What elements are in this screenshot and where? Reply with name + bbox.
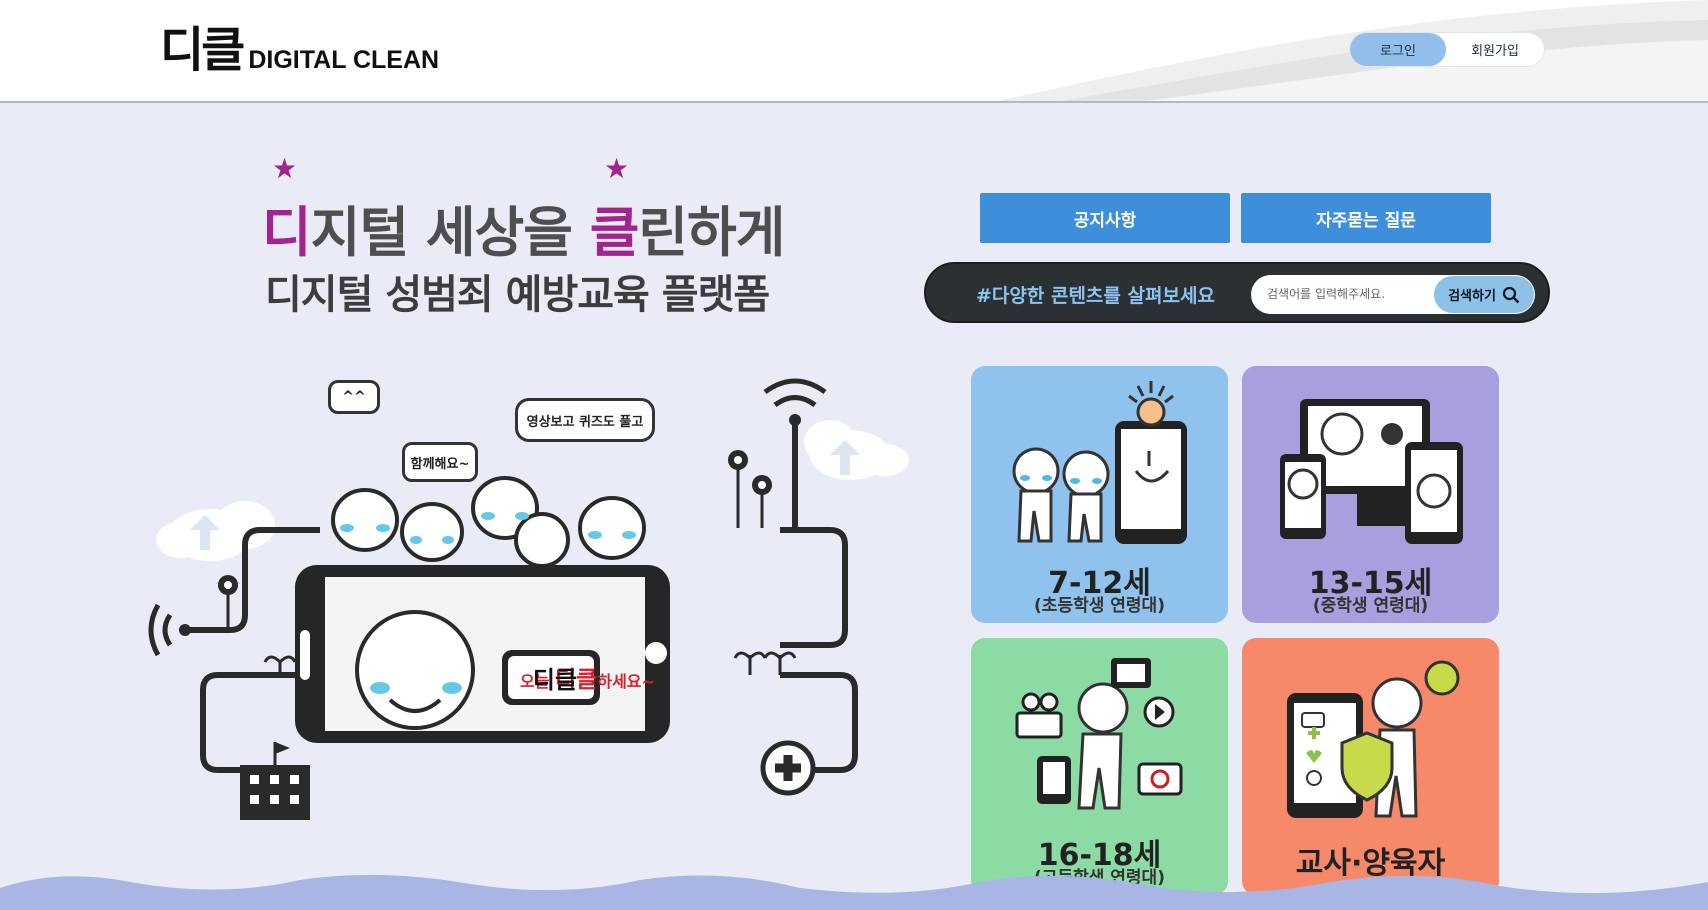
search-field: 검색하기	[1251, 275, 1535, 314]
devices-illustration	[1280, 399, 1463, 544]
illustration-art	[148, 378, 909, 820]
header-decoration	[997, 0, 1708, 101]
kids-phone-illustration	[1012, 381, 1187, 544]
phone-message-suffix: 하세요~	[597, 672, 655, 691]
hero-headline-mid: 지털 세상을	[310, 201, 590, 264]
search-slogan: #다양한 콘텐츠를 살펴보세요	[976, 285, 1215, 307]
phone-card-logo: 디클	[532, 666, 578, 694]
speech-bubble: 영상보고 퀴즈도 풀고	[515, 398, 655, 442]
notice-button[interactable]: 공지사항	[980, 193, 1230, 243]
logo-mark: 디클	[160, 22, 245, 78]
logo-text: DIGITAL CLEAN	[248, 46, 440, 74]
site-header: 디클 DIGITAL CLEAN 로그인 회원가입	[0, 0, 1708, 103]
card-title: 7-12세	[1048, 566, 1151, 601]
star-icon: ★	[604, 152, 630, 185]
teacher-shield-illustration	[1287, 660, 1460, 818]
card-title: 교사·양육자	[1295, 846, 1446, 881]
card-age-7-12[interactable]: 7-12세 (초등학생 연령대)	[971, 366, 1228, 623]
hero-headline: 디지털 세상을 클린하게	[262, 188, 785, 267]
search-input[interactable]	[1267, 283, 1437, 305]
hero-subheadline: 디지털 성범죄 예방교육 플랫폼	[265, 272, 770, 318]
plus-icon	[775, 755, 801, 781]
hero-headline-suffix: 린하게	[638, 201, 785, 264]
media-illustration	[1015, 658, 1183, 810]
card-age-13-15[interactable]: 13-15세 (중학생 연령대)	[1242, 366, 1499, 623]
card-subtitle: (중학생 연령대)	[1312, 596, 1429, 616]
search-button-label: 검색하기	[1448, 289, 1496, 304]
hero-accent-di: 디	[262, 201, 312, 264]
card-teachers-parents[interactable]: 교사·양육자	[1242, 638, 1499, 895]
star-icon: ★	[272, 152, 298, 185]
signup-button[interactable]: 회원가입	[1471, 44, 1519, 59]
card-title: 16-18세	[1037, 838, 1162, 873]
speech-bubble: ^^	[328, 380, 380, 414]
hero-illustration: ^^ 함께해요~ 영상보고 퀴즈도 풀고 오늘 디클하세요~ 디클	[140, 370, 920, 850]
auth-buttons: 로그인 회원가입	[1350, 33, 1544, 66]
phone-message-prefix: 오늘	[520, 672, 556, 691]
search-bar: #다양한 콘텐츠를 살펴보세요 검색하기	[924, 262, 1550, 323]
search-button[interactable]: 검색하기	[1434, 276, 1534, 313]
card-subtitle: (초등학생 연령대)	[1034, 596, 1165, 616]
speech-bubble: 함께해요~	[402, 442, 478, 482]
site-logo[interactable]: 디클 DIGITAL CLEAN	[160, 26, 439, 74]
footer-wave	[0, 874, 1708, 910]
hero-accent-keul: 클	[589, 201, 640, 264]
phone-message-accent: 디클	[555, 667, 598, 693]
login-button[interactable]: 로그인	[1350, 33, 1446, 66]
flower-icon	[218, 450, 772, 628]
search-icon	[1502, 286, 1520, 303]
phone-message: 오늘 디클하세요~	[520, 660, 655, 694]
card-age-16-18[interactable]: 16-18세 (고등학생 연령대)	[971, 638, 1228, 895]
faq-button[interactable]: 자주묻는 질문	[1241, 193, 1491, 243]
card-title: 13-15세	[1308, 566, 1433, 601]
